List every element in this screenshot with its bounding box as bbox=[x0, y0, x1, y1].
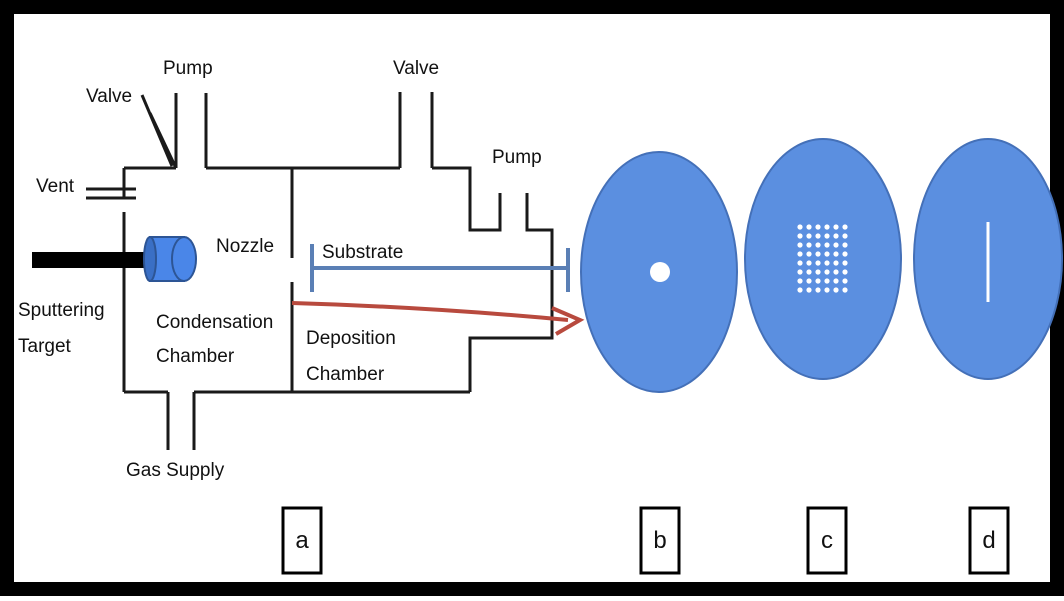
disk-c-hole bbox=[833, 287, 839, 293]
disk-b-hole bbox=[650, 262, 670, 282]
disk-c-hole bbox=[824, 287, 830, 293]
disk-c-hole bbox=[815, 269, 821, 275]
disk-c-hole bbox=[797, 224, 803, 230]
disk-c-hole bbox=[833, 224, 839, 230]
disk-c-hole bbox=[833, 242, 839, 248]
disk-c-hole bbox=[806, 242, 812, 248]
disk-c-hole bbox=[833, 269, 839, 275]
disk-c-hole bbox=[824, 233, 830, 239]
label-deposition-chamber: Chamber bbox=[306, 364, 385, 385]
disk-c-hole bbox=[815, 260, 821, 266]
panel-a-box: a bbox=[281, 506, 323, 575]
disk-c-hole bbox=[824, 251, 830, 257]
disk-c-hole bbox=[806, 251, 812, 257]
disk-c-hole bbox=[824, 278, 830, 284]
substrate-holder bbox=[310, 244, 570, 292]
disk-c-hole bbox=[815, 242, 821, 248]
apparatus bbox=[86, 92, 554, 450]
disk-c-hole bbox=[824, 269, 830, 275]
disk-c-hole bbox=[833, 260, 839, 266]
disk-c-hole bbox=[806, 224, 812, 230]
disk-c-hole bbox=[842, 242, 848, 248]
disk-c-hole bbox=[842, 224, 848, 230]
disk-c-hole bbox=[833, 278, 839, 284]
disk-b bbox=[580, 151, 738, 393]
disk-c-hole bbox=[806, 269, 812, 275]
sputtering-target bbox=[143, 236, 197, 282]
panel-c-box: c bbox=[806, 506, 848, 575]
disk-c-hole bbox=[842, 251, 848, 257]
disk-c-hole bbox=[833, 233, 839, 239]
disk-c-hole bbox=[797, 251, 803, 257]
label-valve-left: Valve bbox=[86, 86, 132, 107]
disk-c-hole bbox=[797, 278, 803, 284]
disk-c-hole bbox=[806, 260, 812, 266]
disk-c-hole bbox=[824, 224, 830, 230]
label-condensation: Condensation bbox=[156, 312, 273, 333]
disk-c-hole bbox=[833, 251, 839, 257]
disk-c-hole bbox=[797, 269, 803, 275]
label-valve-right: Valve bbox=[393, 58, 439, 79]
label-deposition: Deposition bbox=[306, 328, 396, 349]
disk-c-hole bbox=[797, 260, 803, 266]
label-pump-left: Pump bbox=[163, 58, 213, 79]
panel-d-box: d bbox=[968, 506, 1010, 575]
disk-c-hole bbox=[806, 278, 812, 284]
label-substrate: Substrate bbox=[322, 242, 403, 263]
disk-c-hole bbox=[842, 278, 848, 284]
disk-c-hole bbox=[806, 233, 812, 239]
disk-c-hole bbox=[797, 233, 803, 239]
label-sputtering: Sputtering bbox=[18, 300, 105, 321]
panel-b-box: b bbox=[639, 506, 681, 575]
label-target: Target bbox=[18, 336, 72, 357]
disk-d bbox=[913, 138, 1063, 380]
disk-c-hole bbox=[806, 287, 812, 293]
disk-c bbox=[744, 138, 902, 380]
deposition-top-right bbox=[432, 166, 502, 232]
label-vent: Vent bbox=[36, 176, 75, 197]
disk-c-hole bbox=[842, 287, 848, 293]
label-nozzle: Nozzle bbox=[216, 236, 274, 257]
disk-c-hole bbox=[815, 224, 821, 230]
disk-c-hole bbox=[797, 287, 803, 293]
label-gas-supply: Gas Supply bbox=[126, 460, 225, 481]
disk-c-hole bbox=[797, 242, 803, 248]
disk-c-hole bbox=[842, 233, 848, 239]
disk-c-hole bbox=[815, 233, 821, 239]
sputtering-target-rod bbox=[32, 252, 156, 268]
deposition-arrow bbox=[291, 301, 585, 336]
label-condensation-chamber: Chamber bbox=[156, 346, 235, 367]
disk-c-hole bbox=[824, 242, 830, 248]
disk-c-hole bbox=[842, 260, 848, 266]
valve-left-slash-b bbox=[148, 112, 178, 169]
panel-b-letter: b bbox=[653, 527, 666, 554]
disk-c-hole bbox=[815, 287, 821, 293]
disk-c-hole bbox=[842, 269, 848, 275]
panel-a-letter: a bbox=[295, 527, 309, 554]
panel-d-letter: d bbox=[982, 527, 995, 554]
panel-c-letter: c bbox=[821, 527, 833, 554]
disk-c-hole bbox=[824, 260, 830, 266]
disk-c-hole-grid bbox=[797, 224, 848, 293]
label-pump-right: Pump bbox=[492, 147, 542, 168]
disk-c-hole bbox=[815, 278, 821, 284]
disk-c-hole bbox=[815, 251, 821, 257]
deposition-right-wall bbox=[468, 193, 554, 392]
